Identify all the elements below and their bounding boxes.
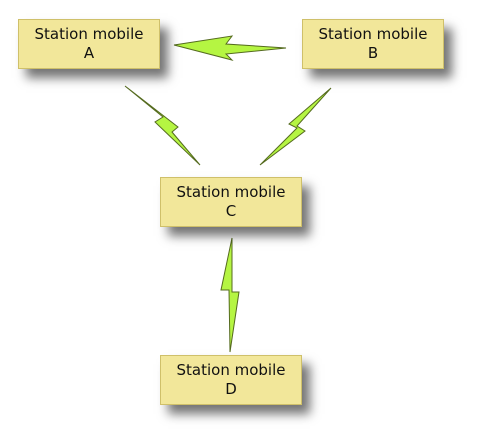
station-box-c: Station mobile C bbox=[160, 177, 302, 227]
lightning-link-icon-c-d bbox=[220, 237, 240, 353]
station-box-b: Station mobile B bbox=[302, 19, 444, 69]
lightning-link-icon-b-c bbox=[259, 87, 332, 166]
station-letter: D bbox=[225, 380, 237, 398]
station-label: Station mobile bbox=[34, 25, 144, 43]
lightning-link-icon-a-b bbox=[173, 35, 287, 61]
station-label: Station mobile bbox=[318, 25, 428, 43]
station-box-d: Station mobile D bbox=[160, 355, 302, 405]
station-label: Station mobile bbox=[176, 361, 286, 379]
station-letter: A bbox=[83, 44, 95, 62]
station-letter: C bbox=[225, 202, 237, 220]
station-label: Station mobile bbox=[176, 183, 286, 201]
station-letter: B bbox=[367, 44, 379, 62]
lightning-link-icon-a-c bbox=[124, 85, 201, 166]
station-box-a: Station mobile A bbox=[18, 19, 160, 69]
